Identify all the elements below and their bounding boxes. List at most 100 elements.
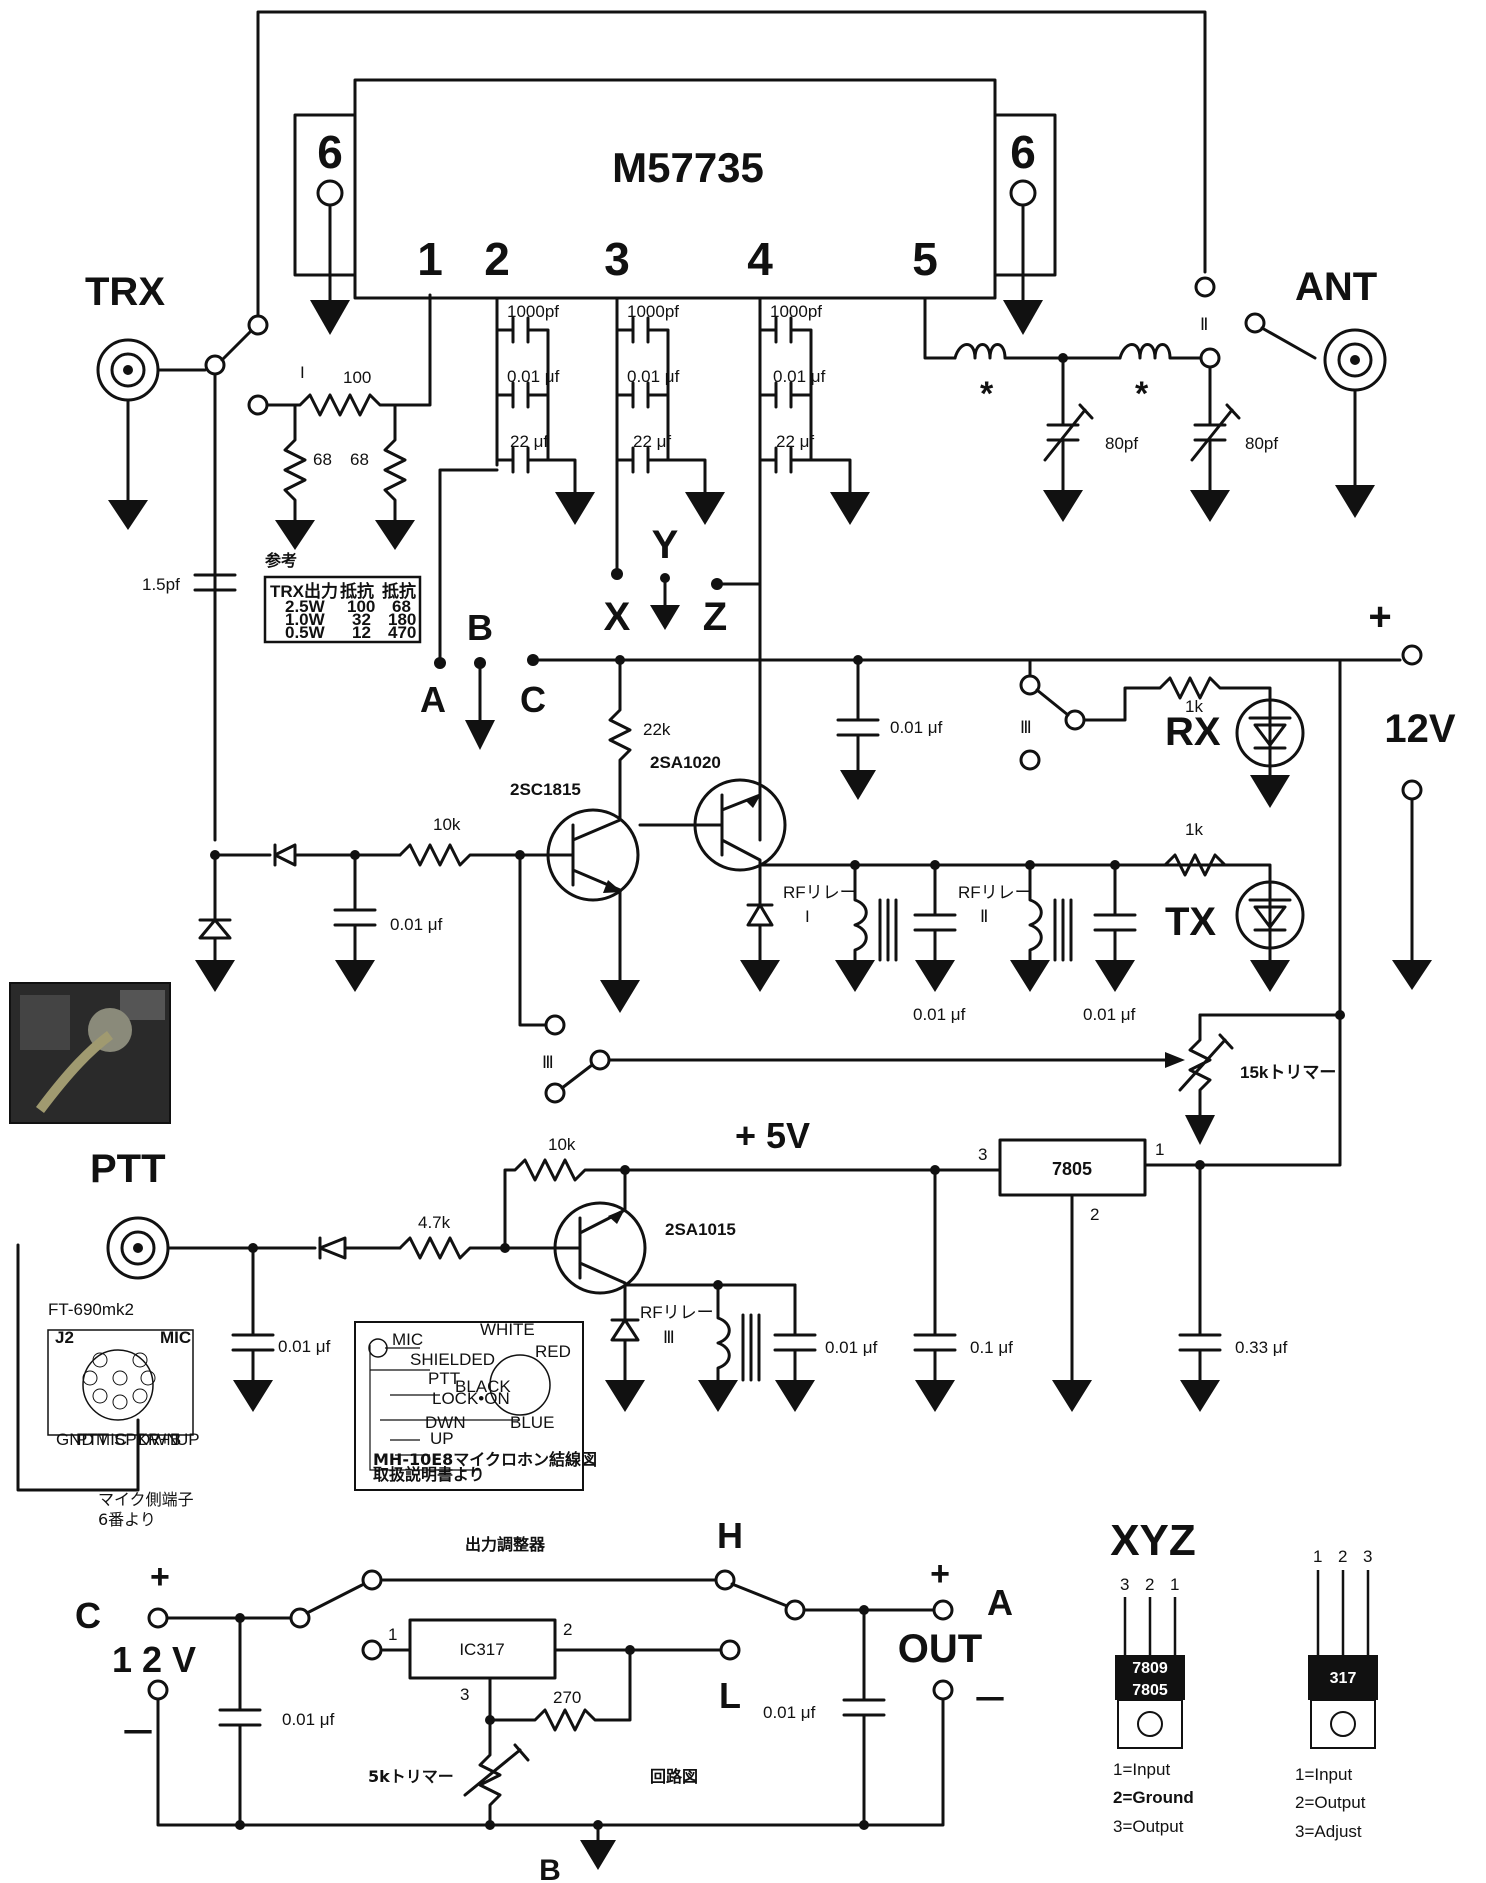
x-label: X <box>604 595 631 639</box>
c-label: C <box>520 679 546 720</box>
output-filter: * * 80pf 80pf Ⅱ ANT <box>923 265 1387 522</box>
decoupling-caps: 1000pf 0.01 μf 22 μf 1000pf 0.01 μf 22 μ… <box>434 296 870 842</box>
r100-label: 100 <box>343 368 371 387</box>
rf-relay-label: RFリレー <box>958 883 1032 902</box>
ref-cell: 100 <box>347 597 375 616</box>
mh-label: BLACK <box>455 1377 511 1396</box>
schematic-label: 回路図 <box>650 1767 698 1786</box>
c15-label: 1.5pf <box>142 575 180 594</box>
ref-cell: 12 <box>352 623 371 642</box>
q3-label: 2SA1015 <box>665 1220 736 1239</box>
pin-num: 1 <box>1170 1575 1179 1594</box>
ft-pin-label: DWN <box>138 1430 179 1449</box>
l-label: L <box>719 1675 741 1716</box>
c22-label: 22 μf <box>633 432 671 451</box>
mic-side-label: マイク側端子 <box>98 1490 194 1509</box>
r270-label: 270 <box>553 1688 581 1707</box>
xyz-title: XYZ <box>1110 1516 1196 1565</box>
regulator-pinouts: XYZ 3 2 1 7809 7805 1=Input 2=Ground 3=O… <box>1110 1516 1378 1841</box>
pin3-label: 3 <box>604 233 630 285</box>
ref-header-2: 抵抗 <box>382 581 416 601</box>
ref-title: 参考 <box>265 551 297 570</box>
ref-cell: 1.0W <box>285 610 326 629</box>
mh-label: PTT <box>428 1369 460 1388</box>
output-adjuster: 出力調整器 H L + C 1 2 V － + A OUT － 0.01 μf … <box>75 1515 1013 1883</box>
reg-pin-label: 2 <box>1090 1205 1099 1224</box>
a-label: A <box>420 679 446 720</box>
a-bottom-label: A <box>987 1582 1013 1623</box>
pin-num: 2 <box>1338 1547 1347 1566</box>
c1000-label: 1000pf <box>507 302 559 321</box>
plus-out-label: + <box>930 1555 950 1593</box>
r1k-label: 1k <box>1185 820 1203 839</box>
mh-label: WHITE <box>480 1320 535 1339</box>
pin-num: 3 <box>1120 1575 1129 1594</box>
module-name: M57735 <box>612 144 764 191</box>
tx-label: TX <box>1165 900 1216 944</box>
legend-item: 2=Ground <box>1113 1788 1194 1807</box>
legend-item: 3=Output <box>1113 1817 1184 1836</box>
c22-label: 22 μf <box>776 432 814 451</box>
r47k-label: 4.7k <box>418 1213 451 1232</box>
legend-item: 1=Input <box>1113 1760 1170 1779</box>
output-adjuster-title: 出力調整器 <box>465 1535 546 1554</box>
ic317-label: IC317 <box>459 1640 504 1659</box>
inductor-star: * <box>980 375 994 413</box>
pin4-label: 4 <box>747 233 773 285</box>
minus-out-label: － <box>972 1679 1008 1720</box>
legend-item: 1=Input <box>1295 1765 1352 1784</box>
c001-label: 0.01 μf <box>825 1338 878 1357</box>
ref-header-0: TRX出力 <box>270 581 338 601</box>
c001-label: 0.01 μf <box>890 718 943 737</box>
c001-label: 0.01 μf <box>627 367 680 386</box>
ft-pin-label: PTT <box>76 1430 108 1449</box>
j2-label: J2 <box>55 1328 74 1347</box>
b-label: B <box>467 607 493 648</box>
c1000-label: 1000pf <box>770 302 822 321</box>
switch-iii-label: Ⅲ <box>1020 718 1032 737</box>
mh-label: RED <box>535 1342 571 1361</box>
rf-relay-label: RFリレー <box>783 883 857 902</box>
ptt-section: PTT 4.7k 0.01 μf + 5V 10k 2SA1015 RFリレー … <box>16 1013 1342 1492</box>
inductor-star: * <box>1135 375 1149 413</box>
ref-cell: 0.5W <box>285 623 326 642</box>
pin1-label: 1 <box>417 233 443 285</box>
rf-relay-label: RFリレー <box>640 1303 714 1322</box>
reg-7809-label: 7809 <box>1132 1660 1168 1677</box>
reg-pin-label: 1 <box>1155 1140 1164 1159</box>
c001-label: 0.01 μf <box>913 1005 966 1024</box>
ptt-label: PTT <box>90 1147 166 1191</box>
c001-label: 0.01 μf <box>278 1337 331 1356</box>
ft-pin-label: GND <box>56 1430 94 1449</box>
c1000-label: 1000pf <box>627 302 679 321</box>
ic317-pin-label: 2 <box>563 1620 572 1639</box>
pin-num: 2 <box>1145 1575 1154 1594</box>
legend-item: 2=Output <box>1295 1793 1366 1812</box>
12v-bottom-label: 1 2 V <box>112 1639 196 1680</box>
plus-label: + <box>1368 595 1391 639</box>
mic-label: MIC <box>160 1328 191 1347</box>
ft-pin-label: MIC <box>96 1430 127 1449</box>
reg-pin-label: 3 <box>978 1145 987 1164</box>
c80-label: 80pf <box>1245 434 1278 453</box>
mh-title: MH-10E8マイクロホン結線図 <box>373 1450 597 1469</box>
q1-label: 2SC1815 <box>510 780 581 799</box>
pin5-label: 5 <box>912 233 938 285</box>
ref-cell: 2.5W <box>285 597 326 616</box>
ft-pin-label: SPKR <box>114 1430 160 1449</box>
relay-ii-label: Ⅱ <box>980 907 988 926</box>
pin-num: 1 <box>1313 1547 1322 1566</box>
c-bottom-label: C <box>75 1595 101 1636</box>
z-label: Z <box>703 595 727 639</box>
r10k-label: 10k <box>548 1135 576 1154</box>
ref-cell: 68 <box>392 597 411 616</box>
pin-num: 3 <box>1363 1547 1372 1566</box>
trimmer-15k-label: 15kトリマー <box>1240 1063 1336 1082</box>
ft-pin-label: +B <box>160 1430 181 1449</box>
r22k-label: 22k <box>643 720 671 739</box>
mic-side-label-2: 6番より <box>98 1510 156 1529</box>
plus-label: + <box>150 1558 170 1596</box>
q2-label: 2SA1020 <box>650 753 721 772</box>
switch-i-label: I <box>300 363 305 382</box>
